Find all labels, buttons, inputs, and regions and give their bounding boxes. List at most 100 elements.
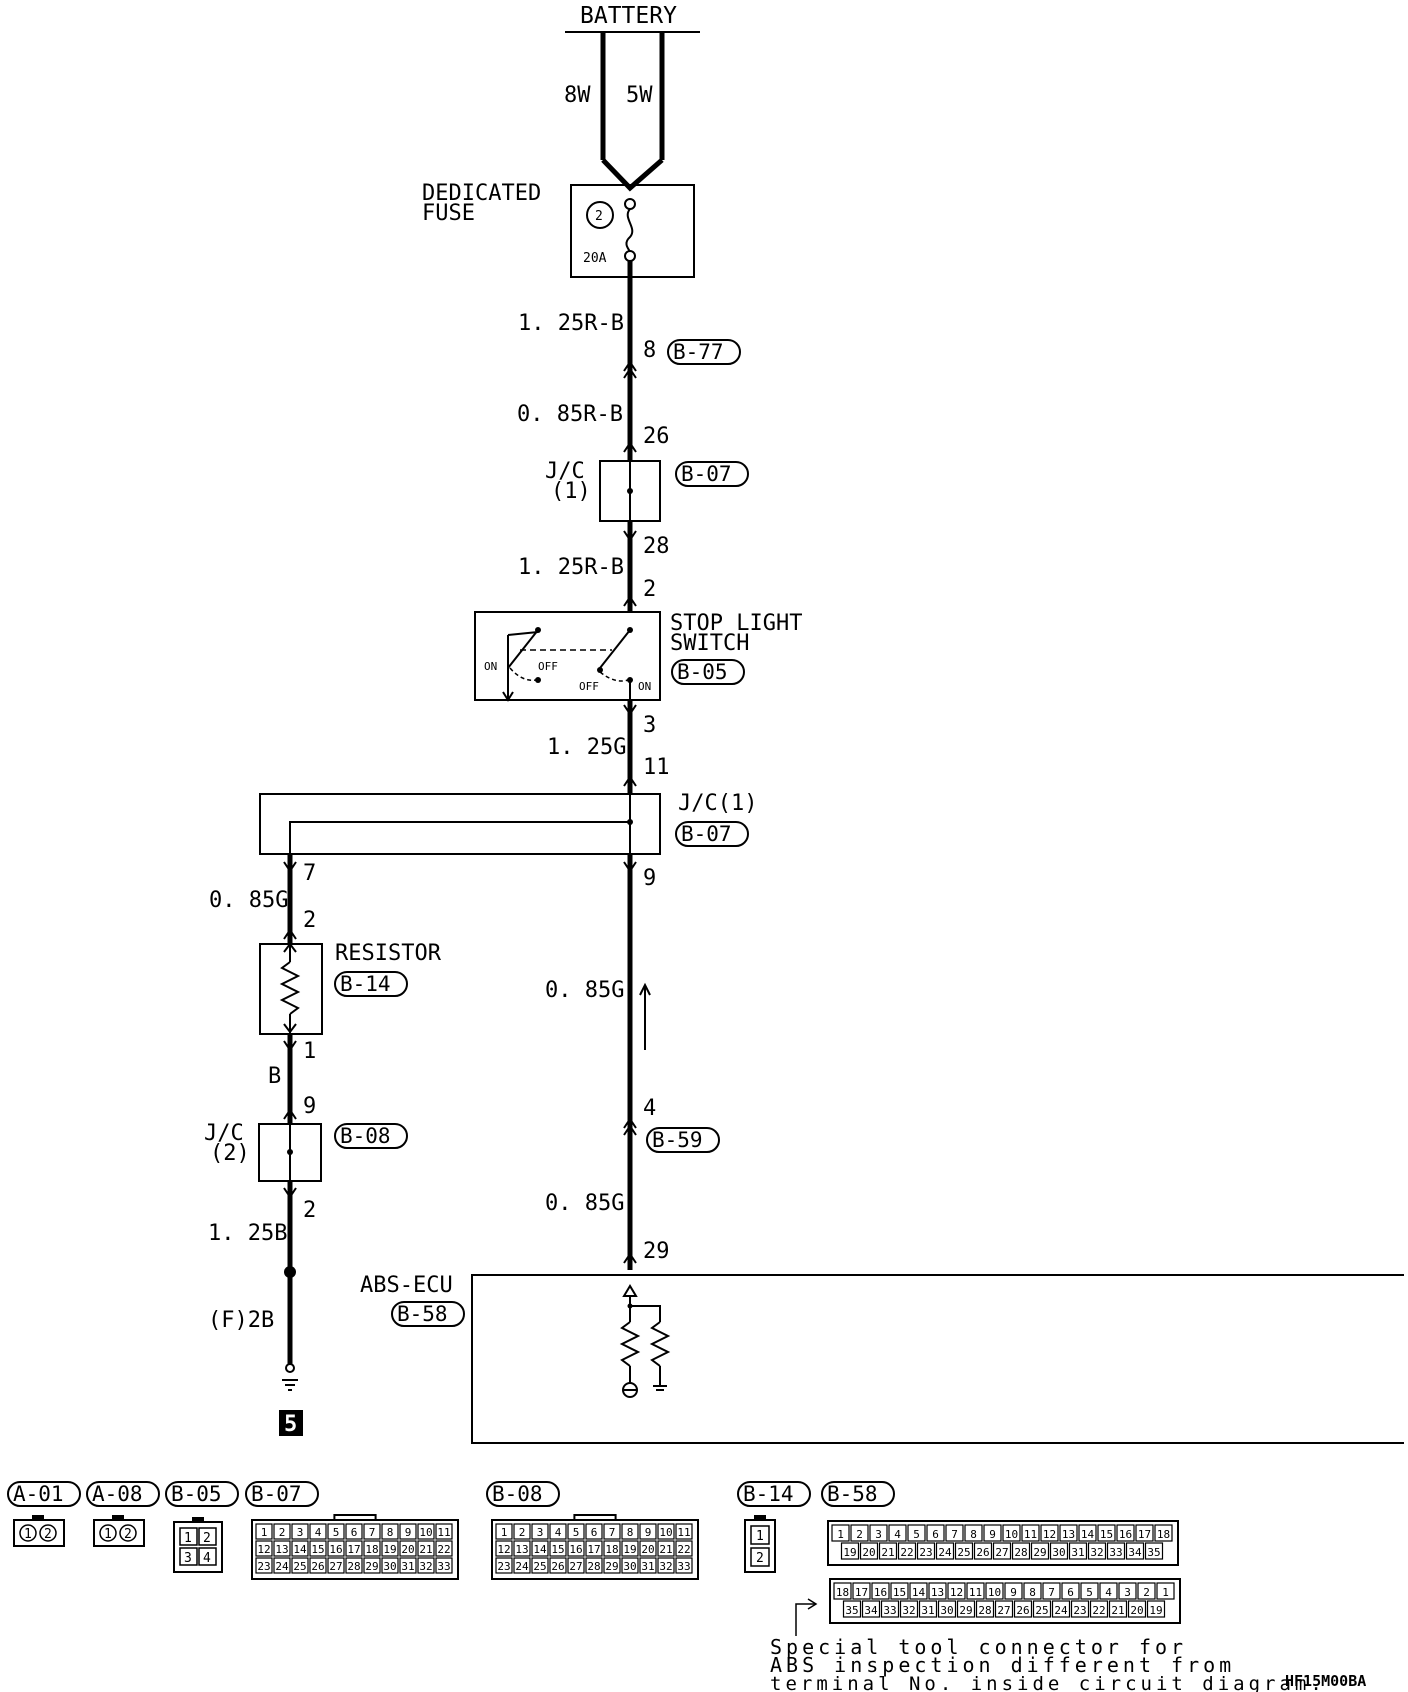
connector-pin bbox=[381, 1557, 399, 1574]
switch-on-right: ON bbox=[638, 680, 651, 693]
connector-b14-label: B-14 bbox=[340, 972, 391, 996]
connector-pin-number: 22 bbox=[1092, 1604, 1105, 1617]
connector-pin-number: 28 bbox=[1014, 1546, 1027, 1559]
wire-label-w7: 1. 25B bbox=[208, 1221, 287, 1246]
jc1-upper-line2: (1) bbox=[551, 479, 591, 504]
connector-pin-number: 18 bbox=[836, 1586, 849, 1599]
connector-pin bbox=[1125, 1542, 1145, 1560]
connector-pin bbox=[435, 1540, 453, 1557]
wire-label-w6: B bbox=[268, 1064, 281, 1089]
connector-pin bbox=[495, 1523, 513, 1540]
connector-pin bbox=[1013, 1600, 1033, 1618]
ecu-resistor-icon bbox=[649, 1321, 671, 1367]
connector-pin bbox=[1011, 1542, 1031, 1560]
connector-pin-number: 23 bbox=[497, 1560, 510, 1573]
connector-pin-number: 31 bbox=[401, 1560, 414, 1573]
legend-label-a01: A-01 bbox=[7, 1481, 81, 1507]
switch-on-left: ON bbox=[484, 660, 497, 673]
connector-pin bbox=[657, 1523, 675, 1540]
connector-pin bbox=[1061, 1582, 1080, 1600]
connector-pin bbox=[973, 1542, 993, 1560]
connector-pin bbox=[291, 1557, 309, 1574]
battery-label: BATTERY bbox=[580, 3, 677, 29]
legend-label-a01-text: A-01 bbox=[13, 1482, 64, 1506]
connector-pin bbox=[399, 1523, 417, 1540]
connector-pin bbox=[1049, 1542, 1069, 1560]
connector-pin bbox=[1087, 1542, 1107, 1560]
connector-pin-number: 3 bbox=[297, 1526, 304, 1539]
connector-pin bbox=[1080, 1582, 1099, 1600]
connector-pin-number: 16 bbox=[569, 1543, 582, 1556]
connector-pin-number: 17 bbox=[855, 1586, 868, 1599]
svg-text:1: 1 bbox=[184, 1531, 192, 1546]
connector-pin-number: 7 bbox=[609, 1526, 616, 1539]
wire-label-w2: 0. 85R-B bbox=[517, 402, 623, 427]
legend-label-a08: A-08 bbox=[86, 1481, 160, 1507]
connector-pin-number: 33 bbox=[437, 1560, 450, 1573]
connector-mark-icon bbox=[283, 1040, 297, 1052]
connector-pin-number: 16 bbox=[874, 1586, 887, 1599]
connector-pin-number: 17 bbox=[347, 1543, 360, 1556]
connector-mark-icon bbox=[623, 1117, 637, 1129]
connector-pin bbox=[966, 1582, 985, 1600]
connector-pin-number: 29 bbox=[1033, 1546, 1046, 1559]
connector-pin-number: 15 bbox=[551, 1543, 564, 1556]
connector-pin bbox=[954, 1542, 974, 1560]
connector-pin bbox=[273, 1523, 291, 1540]
ground-number-badge bbox=[279, 1410, 303, 1436]
connector-pin-number: 28 bbox=[978, 1604, 991, 1617]
note-pointer-arrow-icon bbox=[795, 1598, 818, 1636]
pin-2-jc2: 2 bbox=[303, 1198, 316, 1223]
connector-pin-number: 5 bbox=[333, 1526, 340, 1539]
connector-pin-number: 23 bbox=[1073, 1604, 1086, 1617]
connector-b08: B-08 bbox=[334, 1123, 408, 1149]
connector-pin-number: 32 bbox=[419, 1560, 432, 1573]
ecu-resistor-icon bbox=[619, 1321, 641, 1367]
connector-mark-icon bbox=[623, 360, 637, 372]
connector-pin-number: 20 bbox=[1130, 1604, 1143, 1617]
connector-pin-number: 11 bbox=[437, 1526, 450, 1539]
connector-pin-number: 8 bbox=[627, 1526, 634, 1539]
connector-b59: B-59 bbox=[646, 1127, 720, 1153]
connector-pin bbox=[1135, 1524, 1154, 1542]
fuse-terminal-bottom bbox=[624, 250, 636, 262]
connector-pin bbox=[531, 1557, 549, 1574]
connector-pin bbox=[1099, 1582, 1118, 1600]
connector-pin bbox=[531, 1540, 549, 1557]
svg-text:3: 3 bbox=[184, 1551, 192, 1566]
legend-label-b07-text: B-07 bbox=[251, 1482, 302, 1506]
connector-b77: B-77 bbox=[667, 339, 741, 365]
connector-pin bbox=[657, 1540, 675, 1557]
connector-pin-number: 22 bbox=[900, 1546, 913, 1559]
connector-pin-number: 12 bbox=[1043, 1528, 1056, 1541]
connector-pin bbox=[1004, 1582, 1023, 1600]
connector-pin-number: 11 bbox=[1024, 1528, 1037, 1541]
connector-pin bbox=[327, 1540, 345, 1557]
connector-pin bbox=[945, 1524, 964, 1542]
pin-26: 26 bbox=[643, 424, 670, 449]
connector-pin-number: 17 bbox=[587, 1543, 600, 1556]
connector-pin-number: 21 bbox=[419, 1543, 432, 1556]
connector-pin-number: 20 bbox=[401, 1543, 414, 1556]
connector-pin bbox=[309, 1540, 327, 1557]
connector-pin-number: 10 bbox=[659, 1526, 672, 1539]
connector-pin-number: 31 bbox=[641, 1560, 654, 1573]
fuse-element-icon bbox=[625, 208, 634, 253]
connector-pin-number: 13 bbox=[275, 1543, 288, 1556]
connector-pin bbox=[1051, 1600, 1071, 1618]
connector-pin bbox=[926, 1524, 945, 1542]
connector-pin bbox=[1146, 1600, 1166, 1618]
connector-pin bbox=[327, 1557, 345, 1574]
connector-pin-number: 23 bbox=[919, 1546, 932, 1559]
connector-pin bbox=[1156, 1582, 1175, 1600]
connector-pin-number: 12 bbox=[257, 1543, 270, 1556]
connector-pin-number: 19 bbox=[623, 1543, 636, 1556]
connector-pin bbox=[918, 1600, 938, 1618]
connector-pin-number: 26 bbox=[311, 1560, 324, 1573]
connector-b05: B-05 bbox=[671, 659, 745, 685]
connector-pin-number: 18 bbox=[365, 1543, 378, 1556]
connector-pin bbox=[399, 1557, 417, 1574]
connector-pin bbox=[549, 1540, 567, 1557]
connector-pin-number: 2 bbox=[1143, 1586, 1150, 1599]
connector-pin bbox=[345, 1540, 363, 1557]
